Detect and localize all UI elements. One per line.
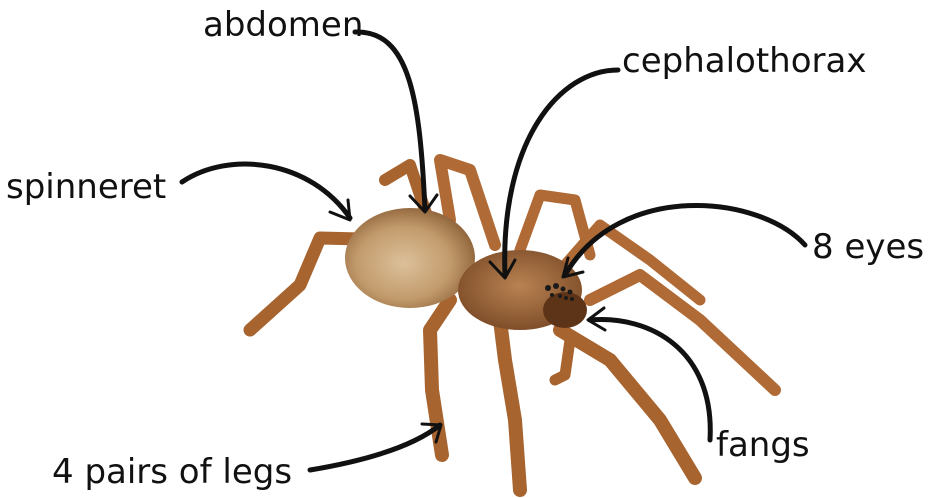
spinneret-arrow [182,164,350,218]
abdomen-label: abdomen [203,8,363,42]
legs-label: 4 pairs of legs [52,455,292,489]
annotation-arrows [182,32,805,470]
legs-arrow [310,425,440,470]
spinneret-label: spinneret [6,170,166,204]
spider-abdomen [345,208,475,308]
fangs-arrow [590,320,710,440]
eyes-label: 8 eyes [812,230,924,264]
cephalothorax-label: cephalothorax [622,44,866,78]
fangs-label: fangs [716,428,810,462]
eyes-arrow [565,205,805,275]
